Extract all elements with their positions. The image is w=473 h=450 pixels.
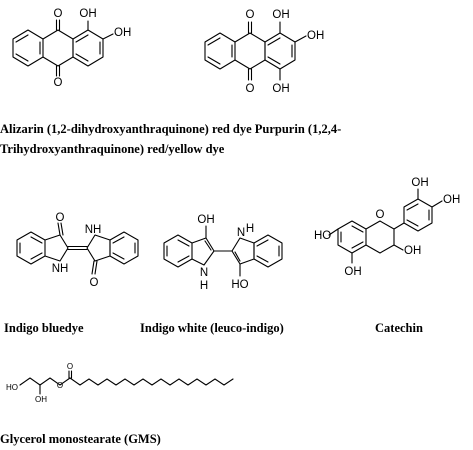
alizarin-structure: O O OH OH xyxy=(12,8,131,89)
indigo-white-n-bottom: N xyxy=(200,267,208,279)
alizarin-o-bottom: O xyxy=(54,77,63,89)
catechin-caption: Catechin xyxy=(375,321,423,335)
indigo-o-bottom: O xyxy=(90,277,99,289)
indigo-caption: Indigo bluedye xyxy=(4,321,84,335)
indigo-white-structure: OH N H N H HO xyxy=(163,214,283,292)
gms-o-carbonyl: O xyxy=(67,362,73,371)
indigo-o-top: O xyxy=(56,212,65,224)
indigo-white-n-top: N xyxy=(237,227,245,239)
catechin-o-ring: O xyxy=(376,209,385,221)
anthraquinones-caption-line2: Trihydroxyanthraquinone) red/yellow dye xyxy=(0,142,225,156)
indigo-white-h-top: H xyxy=(246,223,254,235)
gms-o-ester: O xyxy=(57,381,63,390)
gms-oh-mid: OH xyxy=(35,395,47,404)
purpurin-o-bottom: O xyxy=(246,83,255,95)
gms-ho-top: HO xyxy=(6,383,18,392)
indigo-nh-bottom: NH xyxy=(52,263,69,275)
gms-structure: HO OH O O xyxy=(6,362,234,404)
alizarin-oh-1: OH xyxy=(79,8,96,20)
catechin-ho-left: HO xyxy=(314,230,331,242)
catechin-oh-5: OH xyxy=(344,266,361,278)
catechin-oh-b1: OH xyxy=(411,177,428,189)
indigo-nh-top: NH xyxy=(85,224,102,236)
purpurin-oh-2: OH xyxy=(307,30,324,42)
indigo-structure: O NH NH O xyxy=(16,212,139,289)
catechin-oh-b2: OH xyxy=(443,194,460,206)
indigo-white-oh-bottom: HO xyxy=(231,279,248,291)
catechin-structure: HO O OH OH OH OH xyxy=(314,177,460,278)
alizarin-oh-2: OH xyxy=(114,27,131,39)
indigo-white-h-bottom: H xyxy=(200,280,208,292)
anthraquinones-caption-line1: Alizarin (1,2-dihydroxyanthraquinone) re… xyxy=(0,122,342,136)
purpurin-structure: O O OH OH OH xyxy=(204,9,324,95)
gms-caption: Glycerol monostearate (GMS) xyxy=(0,432,161,446)
purpurin-oh-1: OH xyxy=(272,9,289,21)
purpurin-oh-4: OH xyxy=(272,83,289,95)
purpurin-o-top: O xyxy=(246,9,255,21)
indigo-white-caption: Indigo white (leuco-indigo) xyxy=(140,321,284,335)
alizarin-o-top: O xyxy=(54,8,63,20)
indigo-white-oh-top: OH xyxy=(197,214,214,226)
catechin-oh-3: OH xyxy=(404,245,421,257)
